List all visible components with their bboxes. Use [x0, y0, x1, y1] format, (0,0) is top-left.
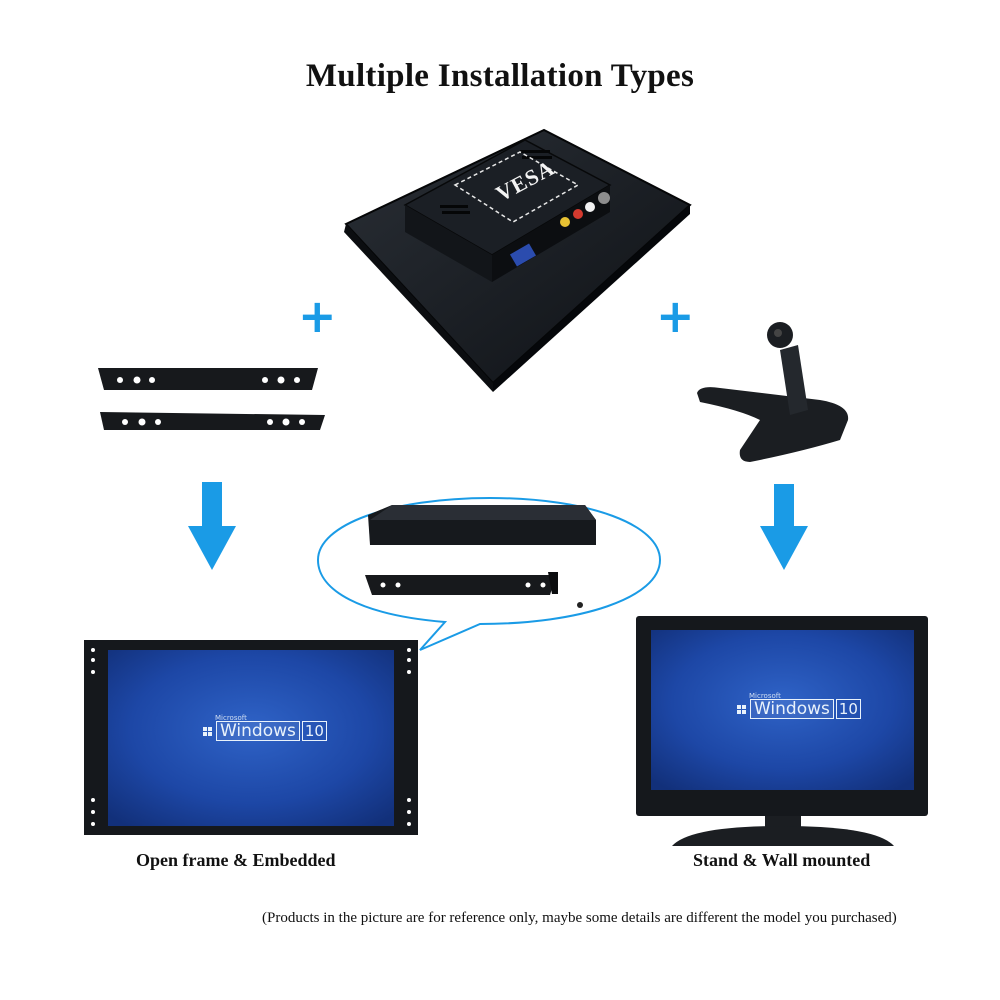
stand-monitor-image: [636, 616, 928, 846]
plus-icon: +: [298, 289, 337, 343]
callout-bubble: [316, 496, 662, 651]
brand-small-text: Microsoft: [749, 692, 781, 700]
brand-small-text: Microsoft: [215, 714, 247, 722]
mounting-brackets-image: [98, 368, 325, 430]
open-frame-monitor-image: [84, 640, 418, 835]
caption-stand-wall: Stand & Wall mounted: [693, 850, 871, 870]
disclaimer-text: (Products in the picture are for referen…: [262, 910, 897, 926]
windows-logo: Microsoft Windows 10: [737, 692, 861, 719]
windows-word: Windows: [750, 699, 834, 719]
windows-version: 10: [301, 721, 327, 741]
windows-logo: Microsoft Windows 10: [203, 714, 327, 741]
caption-open-frame: Open frame & Embedded: [136, 850, 336, 870]
windows-flag-icon: [737, 704, 746, 714]
monitor-back-image: [344, 128, 692, 392]
desk-stand-image: [697, 322, 849, 462]
windows-version: 10: [835, 699, 861, 719]
windows-flag-icon: [203, 726, 212, 736]
windows-word: Windows: [216, 721, 300, 741]
plus-icon: +: [656, 289, 695, 343]
arrow-down-icon: [760, 484, 808, 570]
page-title: Multiple Installation Types: [305, 58, 695, 94]
arrow-down-icon: [188, 482, 236, 570]
